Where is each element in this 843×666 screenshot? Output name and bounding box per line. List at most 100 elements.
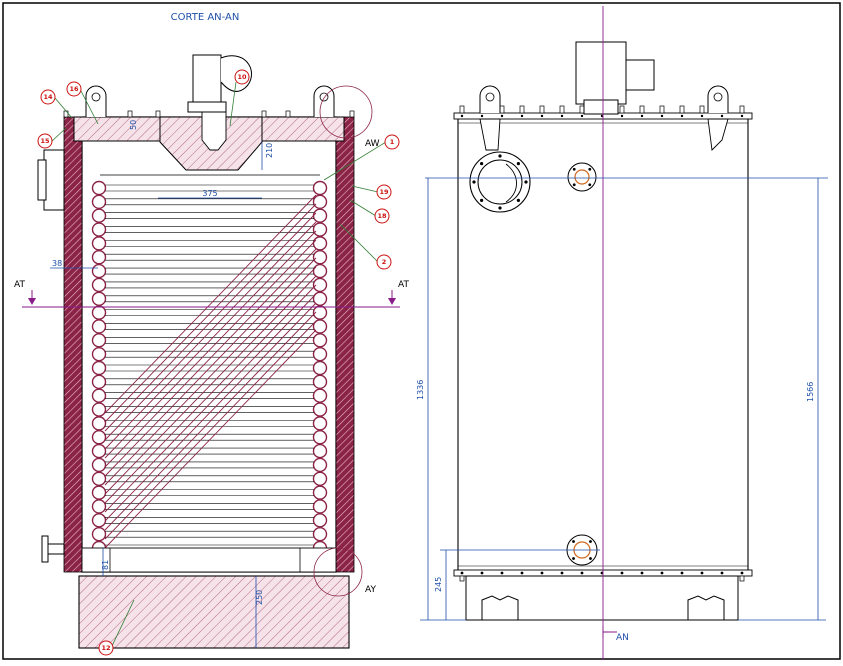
- detail-circle-aw: [319, 85, 373, 139]
- coil-turn-left: [91, 291, 107, 306]
- coil-turn-left: [91, 388, 107, 403]
- top-flange-bolt: [739, 105, 745, 114]
- coil-turn-left: [91, 305, 107, 320]
- flue-bolt: [480, 162, 484, 166]
- flue-bolts: [472, 154, 528, 210]
- coil-column-right: [312, 180, 328, 556]
- dim-245: 245: [434, 577, 443, 592]
- coil-hatch-line: [104, 203, 317, 423]
- callout-19: 19: [351, 184, 392, 200]
- elev-lug-hole-left: [485, 92, 495, 102]
- coil-turn-left: [91, 457, 107, 473]
- marker-ay: AY: [365, 585, 376, 595]
- coil-turn-right: [312, 443, 328, 459]
- section-arrowhead-left: [28, 298, 36, 305]
- flue-nozzle-inner: [505, 163, 517, 203]
- bottom-flange-bolt: [740, 571, 744, 575]
- bottom-flange-bolt: [580, 571, 584, 575]
- bottom-flange-bolt: [680, 571, 684, 575]
- coil-turn-left: [91, 360, 107, 376]
- coil-hatch-line: [104, 230, 317, 450]
- top-flange-bolt: [619, 105, 625, 114]
- svg-text:15: 15: [40, 137, 50, 145]
- burner-flange: [187, 101, 227, 113]
- coil-turn-left: [91, 513, 107, 528]
- callout-12: 12: [98, 599, 135, 656]
- marker-aw: AW: [365, 139, 380, 149]
- nozzle-bolt: [572, 167, 576, 171]
- bolt: [155, 110, 161, 118]
- coil-turn-right: [312, 374, 328, 390]
- section-view: CORTE AN-AN: [14, 12, 409, 656]
- coil-hatch-line: [104, 293, 317, 513]
- flange-bolts-top: [459, 105, 745, 118]
- burner-throat: [201, 107, 227, 151]
- top-flange-bolt: [579, 105, 585, 114]
- coil-turn-right: [312, 277, 328, 293]
- coil-diagonal-hatch: [104, 194, 317, 549]
- coil-hatch-line: [104, 239, 317, 459]
- callout-10: 10: [229, 69, 250, 127]
- nozzle-bolt: [572, 557, 575, 560]
- dim-1566: 1566: [806, 382, 815, 402]
- burner-mount: [583, 99, 619, 115]
- side-nozzle-flange-upper: [37, 159, 47, 201]
- coil-turn-right: [312, 319, 328, 334]
- top-flange-bolt: [679, 105, 685, 114]
- nozzle-bolt: [589, 557, 592, 560]
- coil-turn-right: [312, 457, 328, 473]
- side-nozzle-upper: [43, 149, 65, 211]
- callout-14: 15: [37, 127, 67, 149]
- coil-turn-left: [91, 430, 107, 445]
- bolt: [127, 110, 133, 118]
- top-flange-bolt-dot: [680, 114, 684, 118]
- coil-turn-right: [312, 388, 328, 403]
- top-flange-bolt-dot: [660, 114, 664, 118]
- top-flange-bolt: [559, 105, 565, 114]
- dim-81: 81: [101, 560, 110, 570]
- coil-turn-left: [91, 277, 107, 293]
- top-flange-bolt: [519, 105, 525, 114]
- bottom-flange-bolt: [460, 571, 464, 575]
- upper-nozzle-bolts: [572, 167, 592, 187]
- callout-group: 14 16 15 10 1: [37, 69, 400, 656]
- marker-at-left: AT: [14, 280, 25, 290]
- marker-at-right: AT: [398, 280, 409, 290]
- drawing-title: CORTE AN-AN: [171, 12, 240, 23]
- top-flange-bolt-dot: [520, 114, 524, 118]
- coil-hatch-line: [104, 248, 317, 468]
- svg-text:2: 2: [382, 258, 387, 266]
- callout-16: 16: [66, 81, 99, 125]
- marker-an: AN: [616, 633, 629, 643]
- top-bolts: [63, 110, 355, 118]
- bolt: [63, 110, 69, 118]
- coil-turn-right: [312, 416, 328, 431]
- coil-turn-left: [91, 374, 107, 390]
- lifting-lug-right: [313, 85, 335, 117]
- coil-turn-right: [312, 305, 328, 320]
- burner-body: [192, 54, 222, 108]
- bottom-chamber: [81, 547, 337, 573]
- top-flange-bolt: [659, 105, 665, 114]
- svg-text:18: 18: [377, 212, 387, 220]
- svg-text:14: 14: [43, 93, 53, 101]
- coil-hatch-line: [104, 266, 317, 486]
- insulation-right: [335, 116, 355, 573]
- svg-text:10: 10: [237, 73, 247, 81]
- dim-50: 50: [129, 120, 138, 130]
- bolt: [261, 110, 267, 118]
- top-flange-bolt: [459, 105, 465, 114]
- coil-turn-left: [91, 263, 107, 279]
- coil-hatch-line: [104, 302, 317, 522]
- foot-right: [687, 595, 725, 620]
- drain-flange: [41, 535, 49, 563]
- top-flange-bolt-dot: [720, 114, 724, 118]
- coil-hatch-line: [104, 257, 317, 477]
- flue-bolt: [498, 206, 502, 210]
- coil-turn-right: [312, 263, 328, 279]
- coil-turn-right: [312, 208, 328, 223]
- svg-text:12: 12: [101, 644, 110, 652]
- coil-hatch-line: [104, 311, 317, 531]
